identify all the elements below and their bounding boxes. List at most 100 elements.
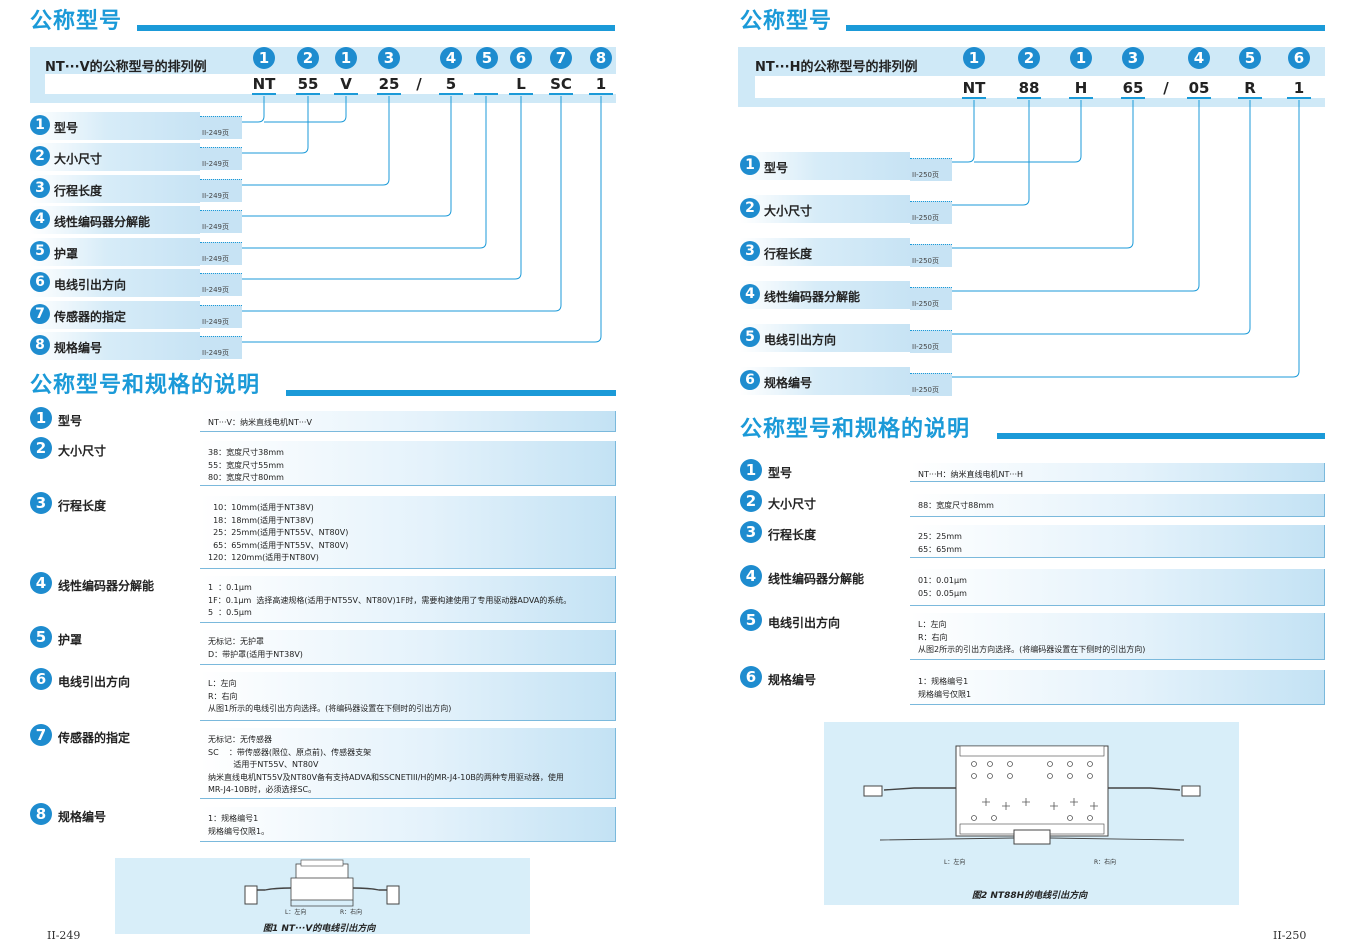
fig1-left-label: L：左向	[285, 908, 306, 916]
spec-value-box: NT···V：纳米直线电机NT···V	[200, 411, 616, 432]
spec-label: 护罩	[58, 633, 83, 647]
spec-value-box: 88：宽度尺寸88mm	[910, 494, 1325, 517]
fig2-right-label: R：右向	[1094, 858, 1116, 866]
page-reference: II-249页	[200, 179, 242, 202]
code-segment: 1	[595, 75, 607, 93]
spec-label: 大小尺寸	[58, 444, 107, 458]
code-segment: 65	[1122, 79, 1144, 97]
page-reference-text: II-249页	[202, 223, 230, 231]
code-position-number: 6	[1288, 47, 1310, 69]
spec-value-box: 01：0.01μm 05：0.05μm	[910, 569, 1325, 606]
spec-value-text: 01：0.01μm 05：0.05μm	[918, 576, 967, 598]
code-position-number: 2	[1018, 47, 1040, 69]
code-position-number: 8	[590, 47, 612, 69]
spec-label: 型号	[58, 414, 83, 428]
spec-number-badge: 6	[740, 666, 762, 688]
leader-line	[952, 100, 975, 163]
page-reference: II-250页	[910, 373, 952, 396]
page-reference-text: II-249页	[202, 192, 230, 200]
item-label: 规格编号	[54, 341, 103, 355]
page-reference-text: II-250页	[912, 214, 940, 222]
item-number-badge: 3	[740, 241, 760, 261]
leader-line	[952, 100, 1300, 378]
code-item-row: 8 规格编号	[30, 332, 200, 360]
code-underline	[1187, 97, 1211, 99]
spec-label: 电线引出方向	[768, 616, 841, 630]
page-reference: II-249页	[200, 242, 242, 265]
item-number-badge: 6	[740, 370, 760, 390]
code-example-row	[45, 74, 616, 94]
item-label: 电线引出方向	[54, 278, 127, 292]
figure-2-caption: 图2 NT88H的电线引出方向	[972, 891, 1088, 901]
code-segment: SC	[550, 75, 572, 93]
spec-label: 规格编号	[58, 810, 107, 824]
item-label: 线性编码器分解能	[764, 290, 861, 304]
page-reference: II-249页	[200, 273, 242, 296]
code-segment: /	[1163, 79, 1169, 97]
code-underline	[296, 93, 320, 95]
code-underline	[1017, 97, 1041, 99]
code-segment: H	[1074, 79, 1088, 97]
spec-value-box: 10：10mm(适用于NT38V) 18：18mm(适用于NT38V) 25：2…	[200, 496, 616, 569]
item-number-badge: 1	[740, 155, 760, 175]
item-number-badge: 8	[30, 335, 50, 355]
spec-value-box: 38：宽度尺寸38mm 55：宽度尺寸55mm 80：宽度尺寸80mm	[200, 441, 616, 486]
code-position-number: 5	[476, 47, 498, 69]
code-underline	[589, 93, 613, 95]
item-number-badge: 2	[30, 146, 50, 166]
code-underline	[474, 93, 498, 95]
spec-number-badge: 1	[30, 407, 52, 429]
page-reference: II-250页	[910, 287, 952, 310]
figure-1: L：左向 R：右向	[115, 858, 530, 934]
leader-line	[952, 100, 1030, 206]
item-label: 规格编号	[764, 376, 813, 390]
leader-line	[242, 96, 562, 312]
leader-line	[242, 96, 390, 186]
code-position-number: 1	[335, 47, 357, 69]
page-number: II-250	[1273, 929, 1307, 942]
page-reference-text: II-250页	[912, 386, 940, 394]
spec-value-text: 无标记：无护罩 D：带护罩(适用于NT38V)	[208, 637, 303, 659]
code-position-number: 1	[1070, 47, 1092, 69]
item-label: 大小尺寸	[764, 204, 813, 218]
leader-line	[242, 96, 522, 280]
fig1-right-label: R：右向	[340, 908, 362, 916]
spec-value-box: NT···H：纳米直线电机NT···H	[910, 463, 1325, 482]
code-segment: R	[1244, 79, 1256, 97]
spec-section-title: 公称型号和规格的说明	[30, 373, 261, 398]
code-position-number: 2	[297, 47, 319, 69]
spec-number-badge: 3	[30, 492, 52, 514]
leader-line	[242, 96, 452, 217]
spec-number-badge: 8	[30, 803, 52, 825]
page-reference: II-249页	[200, 116, 242, 139]
nt-v-wiring-diagram: L：左向 R：右向	[244, 859, 400, 916]
code-underline	[334, 93, 358, 95]
code-position-number: 4	[1188, 47, 1210, 69]
code-position-number: 4	[440, 47, 462, 69]
spec-label: 线性编码器分解能	[768, 572, 865, 586]
page-number: II-249	[47, 929, 81, 942]
code-segment: 05	[1188, 79, 1210, 97]
spec-label: 大小尺寸	[768, 497, 817, 511]
code-underline	[1287, 97, 1311, 99]
leader-line	[952, 100, 1200, 292]
spec-value-box: 无标记：无护罩 D：带护罩(适用于NT38V)	[200, 630, 616, 665]
code-example-row	[755, 76, 1325, 98]
item-label: 型号	[54, 121, 79, 135]
code-segment: /	[416, 75, 422, 93]
spec-label: 行程长度	[768, 528, 817, 542]
spec-section-title: 公称型号和规格的说明	[740, 417, 971, 442]
spec-value-box: 无标记：无传感器 SC ：带传感器(限位、原点前)、传感器支架 适用于NT55V…	[200, 728, 616, 799]
leader-line	[974, 100, 1082, 163]
